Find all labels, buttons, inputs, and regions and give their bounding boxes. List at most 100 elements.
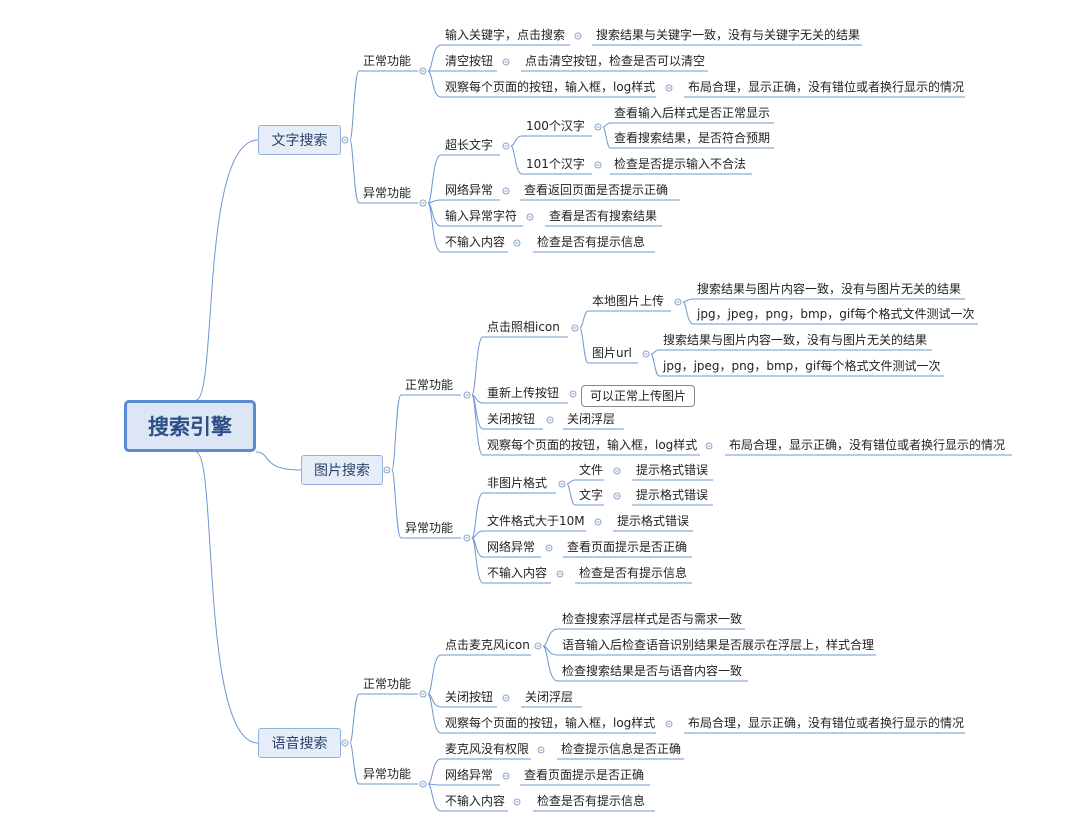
- text-abnormal-special-chars[interactable]: 输入异常字符: [445, 209, 518, 223]
- connector-curve: [427, 693, 442, 708]
- image-abnormal-network[interactable]: 网络异常: [487, 540, 536, 554]
- voice-abnormal-network-result[interactable]: 查看页面提示是否正确: [524, 768, 645, 782]
- text-abnormal-special-chars-result[interactable]: 查看是否有搜索结果: [549, 209, 658, 223]
- image-normal-observe[interactable]: 观察每个页面的按钮，输入框，log样式: [487, 438, 698, 452]
- connector-curve: [427, 202, 442, 253]
- connector-curve: [510, 135, 523, 147]
- image-reupload-button[interactable]: 重新上传按钮: [487, 386, 560, 400]
- long-text-100[interactable]: 100个汉字: [526, 119, 585, 133]
- text-normal-label[interactable]: 正常功能: [363, 54, 412, 68]
- connector-curve: [510, 145, 523, 175]
- text-abnormal-network-result[interactable]: 查看返回页面是否提示正确: [524, 183, 669, 197]
- connector-curve: [471, 537, 484, 584]
- image-abnormal-label[interactable]: 异常功能: [405, 521, 454, 535]
- image-url-formats[interactable]: jpg，jpeg，png，bmp，gif每个格式文件测试一次: [663, 359, 941, 373]
- image-normal-observe-result[interactable]: 布局合理，显示正确，没有错位或者换行显示的情况: [729, 438, 1006, 452]
- text-abnormal-empty[interactable]: 不输入内容: [445, 235, 506, 249]
- image-local-upload[interactable]: 本地图片上传: [592, 294, 665, 308]
- branch-image-search[interactable]: 图片搜索: [301, 455, 383, 485]
- text-normal-item-3-result[interactable]: 布局合理，显示正确，没有错位或者换行显示的情况: [688, 80, 965, 94]
- branch-voice-search[interactable]: 语音搜索: [258, 728, 341, 758]
- voice-normal-label[interactable]: 正常功能: [363, 677, 412, 691]
- image-non-image-file-result[interactable]: 提示格式错误: [636, 463, 709, 477]
- voice-mic-check-style[interactable]: 检查搜索浮层样式是否与需求一致: [562, 612, 743, 626]
- voice-normal-observe-result[interactable]: 布局合理，显示正确，没有错位或者换行显示的情况: [688, 716, 965, 730]
- image-abnormal-network-result[interactable]: 查看页面提示是否正确: [567, 540, 688, 554]
- connector-curve: [682, 301, 694, 325]
- image-local-upload-formats[interactable]: jpg，jpeg，png，bmp，gif每个格式文件测试一次: [697, 307, 975, 321]
- long-text-100-check-result[interactable]: 查看搜索结果，是否符合预期: [614, 131, 771, 145]
- voice-abnormal-network[interactable]: 网络异常: [445, 768, 494, 782]
- voice-abnormal-label[interactable]: 异常功能: [363, 767, 412, 781]
- connector-curve: [255, 451, 302, 471]
- image-click-camera[interactable]: 点击照相icon: [487, 320, 560, 334]
- image-file-too-large-result[interactable]: 提示格式错误: [617, 514, 690, 528]
- connector-curve: [427, 154, 442, 204]
- connector-curve: [427, 44, 442, 72]
- image-local-upload-result[interactable]: 搜索结果与图片内容一致，没有与图片无关的结果: [697, 282, 962, 296]
- text-abnormal-empty-result[interactable]: 检查是否有提示信息: [537, 235, 646, 249]
- connector-curve: [682, 298, 694, 303]
- long-text-101-check[interactable]: 检查是否提示输入不合法: [614, 157, 747, 171]
- image-url[interactable]: 图片url: [592, 346, 632, 360]
- connector-curve: [471, 492, 484, 539]
- image-close-button[interactable]: 关闭按钮: [487, 412, 536, 426]
- connector-curve: [427, 758, 442, 785]
- connector-curve: [542, 645, 559, 682]
- connector-curve: [579, 310, 589, 329]
- image-non-image-format[interactable]: 非图片格式: [487, 476, 548, 490]
- text-normal-item-2-result[interactable]: 点击清空按钮，检查是否可以清空: [525, 54, 706, 68]
- root-node[interactable]: 搜索引擎: [124, 400, 256, 452]
- image-non-image-file[interactable]: 文件: [579, 463, 604, 477]
- connector-curve: [427, 783, 442, 812]
- connector-curve: [391, 394, 402, 471]
- connector-curve: [542, 628, 559, 647]
- text-abnormal-label[interactable]: 异常功能: [363, 186, 412, 200]
- connector-curve: [427, 783, 442, 786]
- connector-curve: [650, 349, 660, 355]
- image-close-result[interactable]: 关闭浮层: [567, 412, 616, 426]
- connector-curve: [566, 483, 576, 506]
- image-reupload-result[interactable]: 可以正常上传图片: [581, 385, 696, 407]
- voice-mic-check-result[interactable]: 检查搜索结果是否与语音内容一致: [562, 664, 743, 678]
- connector-curve: [349, 693, 360, 744]
- image-normal-label[interactable]: 正常功能: [405, 378, 454, 392]
- image-abnormal-empty-result[interactable]: 检查是否有提示信息: [579, 566, 688, 580]
- connector-curve: [349, 70, 360, 141]
- text-normal-item-2[interactable]: 清空按钮: [445, 54, 494, 68]
- long-text-100-check-style[interactable]: 查看输入后样式是否正常显示: [614, 106, 771, 120]
- voice-normal-observe[interactable]: 观察每个页面的按钮，输入框，log样式: [445, 716, 656, 730]
- connector-curve: [602, 126, 611, 149]
- image-non-image-text-result[interactable]: 提示格式错误: [636, 488, 709, 502]
- voice-no-mic-permission-result[interactable]: 检查提示信息是否正确: [561, 742, 682, 756]
- connector-curve: [471, 530, 484, 539]
- connector-curve: [391, 469, 402, 539]
- text-abnormal-long-text[interactable]: 超长文字: [445, 138, 494, 152]
- text-normal-item-1[interactable]: 输入关键字，点击搜索: [445, 28, 566, 42]
- text-normal-item-1-result[interactable]: 搜索结果与关键字一致，没有与关键字无关的结果: [596, 28, 861, 42]
- image-abnormal-empty[interactable]: 不输入内容: [487, 566, 548, 580]
- voice-close-result[interactable]: 关闭浮层: [525, 690, 574, 704]
- voice-close-button[interactable]: 关闭按钮: [445, 690, 494, 704]
- voice-abnormal-empty-result[interactable]: 检查是否有提示信息: [537, 794, 646, 808]
- image-non-image-text[interactable]: 文字: [579, 488, 604, 502]
- image-url-result[interactable]: 搜索结果与图片内容一致，没有与图片无关的结果: [663, 333, 928, 347]
- connector-curve: [349, 139, 360, 204]
- branch-text-search[interactable]: 文字搜索: [258, 125, 341, 155]
- connector-curve: [195, 139, 259, 401]
- connector-curve: [471, 394, 484, 456]
- image-file-too-large[interactable]: 文件格式大于10M: [487, 514, 585, 528]
- text-normal-item-3[interactable]: 观察每个页面的按钮，输入框，log样式: [445, 80, 656, 94]
- long-text-101[interactable]: 101个汉字: [526, 157, 585, 171]
- voice-abnormal-empty[interactable]: 不输入内容: [445, 794, 506, 808]
- connector-curve: [349, 742, 360, 785]
- connector-curve: [602, 122, 611, 128]
- voice-mic-check-recognition[interactable]: 语音输入后检查语音识别结果是否展示在浮层上，样式合理: [562, 638, 875, 652]
- connector-curve: [427, 199, 442, 204]
- connector-curve: [471, 336, 484, 396]
- text-abnormal-network[interactable]: 网络异常: [445, 183, 494, 197]
- voice-no-mic-permission[interactable]: 麦克风没有权限: [445, 742, 530, 756]
- voice-click-mic[interactable]: 点击麦克风icon: [445, 638, 530, 652]
